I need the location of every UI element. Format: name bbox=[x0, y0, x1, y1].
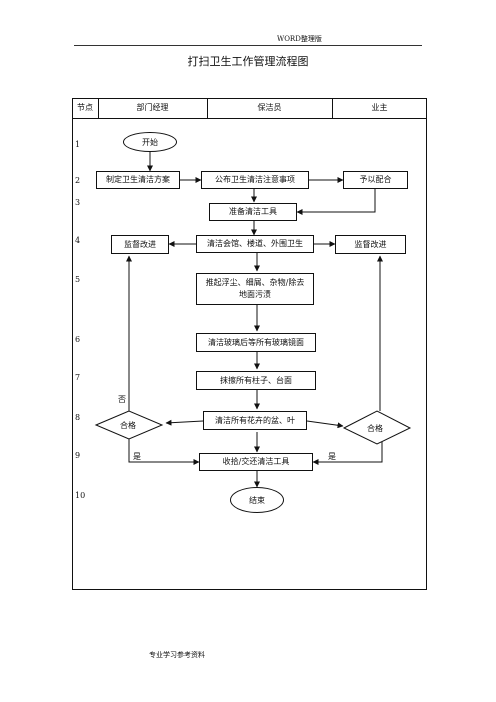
step-wipe-pillars: 抹擦所有柱子、台面 bbox=[196, 371, 316, 390]
arrow-plants-to-qualified-left bbox=[165, 419, 204, 426]
column-divider bbox=[98, 98, 99, 118]
column-divider bbox=[207, 98, 208, 118]
column-divider bbox=[332, 98, 333, 118]
arrow-plants-to-qualified-right bbox=[306, 420, 344, 429]
step-notice: 公布卫生清洁注意事项 bbox=[201, 171, 309, 189]
table-header-row: 节点 部门经理 保洁员 业主 bbox=[72, 98, 427, 118]
step-clean-hall: 清洁会馆、楼道、外围卫生 bbox=[196, 235, 314, 253]
page-title: 打扫卫生工作管理流程图 bbox=[187, 55, 309, 68]
step-prepare-tools: 准备清洁工具 bbox=[209, 203, 297, 221]
branch-yes-left-label: 是 bbox=[133, 452, 141, 461]
arrow-yes-right-to-return bbox=[312, 439, 383, 465]
step-supervise-left: 监督改进 bbox=[111, 235, 169, 254]
step-clean-glass: 清洁玻璃后等所有玻璃镜面 bbox=[196, 333, 316, 352]
column-header-node: 节点 bbox=[77, 103, 93, 112]
header-divider bbox=[72, 118, 427, 119]
decision-diamond-left bbox=[94, 410, 164, 440]
end-terminal: 结束 bbox=[230, 487, 284, 513]
branch-yes-right-label: 是 bbox=[328, 452, 336, 461]
page-header-text: WORD整理版 bbox=[277, 35, 322, 43]
branch-no-label: 否 bbox=[118, 395, 126, 404]
page-footer: 专业学习参考资料 bbox=[149, 651, 205, 659]
arrow-cooperate-to-tools bbox=[296, 189, 376, 215]
header-rule bbox=[74, 45, 422, 46]
step-sweep-floor: 推起浮尘、细屑、杂物/除去地面污渍 bbox=[196, 273, 314, 305]
column-header-owner: 业主 bbox=[371, 103, 388, 112]
node-number: 10 bbox=[75, 491, 86, 500]
step-cooperate: 予以配合 bbox=[343, 171, 408, 189]
decision-diamond-right bbox=[342, 410, 412, 445]
column-header-manager: 部门经理 bbox=[136, 103, 169, 112]
node-number: 9 bbox=[75, 451, 81, 460]
arrow-yes-left-to-return bbox=[128, 435, 200, 465]
start-terminal: 开始 bbox=[123, 132, 177, 152]
node-number: 7 bbox=[75, 373, 81, 382]
flowchart-frame bbox=[72, 98, 427, 590]
node-number: 2 bbox=[75, 176, 81, 185]
step-plan: 制定卫生清洁方案 bbox=[96, 171, 180, 189]
column-header-cleaner: 保洁员 bbox=[257, 103, 282, 112]
decision-left-label: 合格 bbox=[120, 421, 136, 430]
node-number: 8 bbox=[75, 413, 81, 422]
step-return-tools: 收拾/交还清洁工具 bbox=[199, 453, 313, 471]
node-number: 5 bbox=[75, 275, 81, 284]
step-supervise-right: 监督改进 bbox=[335, 235, 406, 254]
node-number: 4 bbox=[75, 236, 81, 245]
decision-right-label: 合格 bbox=[367, 424, 383, 433]
step-clean-plants: 清洁所有花卉的盆、叶 bbox=[203, 411, 307, 430]
node-number: 6 bbox=[75, 335, 81, 344]
node-number: 1 bbox=[75, 140, 81, 149]
node-number: 3 bbox=[75, 198, 81, 207]
